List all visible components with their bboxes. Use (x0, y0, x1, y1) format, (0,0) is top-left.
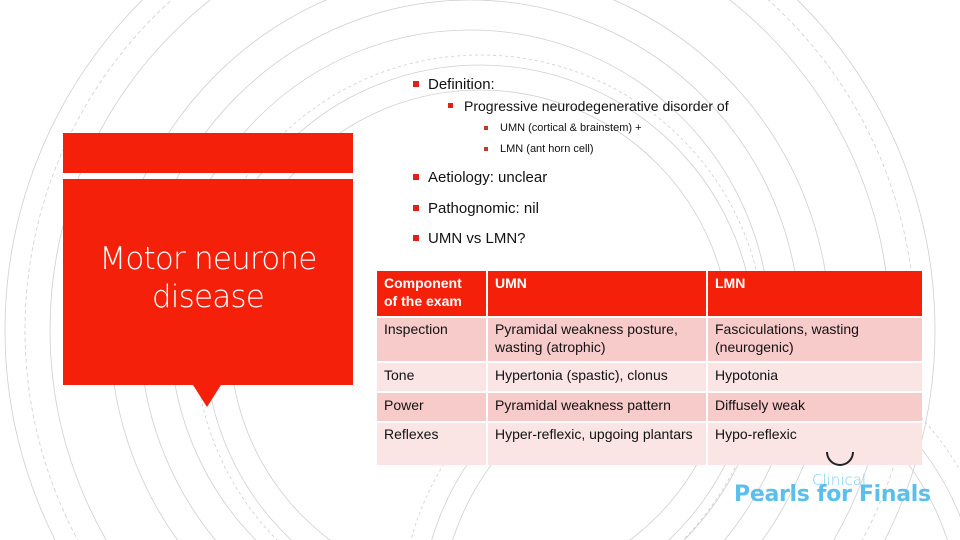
bullet-item: UMN vs LMN? (413, 230, 526, 247)
table-row: Tone Hypertonia (spastic), clonus Hypoto… (377, 363, 922, 393)
slide-title-line-2: disease (151, 279, 265, 315)
table-cell: Hypo-reflexic (708, 423, 922, 465)
bullet-square-icon (448, 103, 453, 108)
bullet-text: UMN (cortical & brainstem) + (500, 122, 642, 134)
title-block: Motor neurone disease (63, 179, 353, 385)
table-cell: Diffusely weak (708, 393, 922, 423)
bullet-text: Aetiology: unclear (428, 169, 548, 186)
bullet-square-icon (484, 147, 488, 151)
bullet-square-icon (413, 235, 419, 241)
header-lmn: LMN (708, 271, 922, 318)
table-cell: Pyramidal weakness pattern (488, 393, 708, 423)
bullet-item: Progressive neurodegenerative disorder o… (448, 98, 729, 114)
umn-vs-lmn-table: Component of the exam UMN LMN Inspection… (377, 271, 922, 465)
bullet-text: Pathognomic: nil (428, 200, 539, 217)
title-pointer-triangle (193, 385, 221, 407)
bullet-square-icon (484, 126, 488, 130)
table-cell: Hypotonia (708, 363, 922, 393)
slide-title: Motor neurone disease (99, 240, 317, 316)
table-cell: Hyper-reflexic, upgoing plantars (488, 423, 708, 465)
bullet-item: LMN (ant horn cell) (484, 143, 594, 155)
table-row: Inspection Pyramidal weakness posture, w… (377, 318, 922, 363)
header-umn: UMN (488, 271, 708, 318)
table-cell: Tone (377, 363, 488, 393)
bullet-item: Pathognomic: nil (413, 200, 539, 217)
bullet-text: Progressive neurodegenerative disorder o… (464, 98, 729, 114)
header-component: Component of the exam (377, 271, 488, 318)
title-accent-band (63, 133, 353, 173)
table-cell: Power (377, 393, 488, 423)
logo-pearls-for-finals-text: Pearls for Finals (734, 482, 931, 507)
bullet-square-icon (413, 81, 419, 87)
table-cell: Inspection (377, 318, 488, 363)
table-cell: Reflexes (377, 423, 488, 465)
bullet-text: LMN (ant horn cell) (500, 143, 594, 155)
table-row: Power Pyramidal weakness pattern Diffuse… (377, 393, 922, 423)
table-cell: Pyramidal weakness posture, wasting (atr… (488, 318, 708, 363)
bullet-text: Definition: (428, 76, 495, 93)
table-row: Reflexes Hyper-reflexic, upgoing plantar… (377, 423, 922, 465)
bullet-square-icon (413, 205, 419, 211)
table-cell: Hypertonia (spastic), clonus (488, 363, 708, 393)
bullet-square-icon (413, 174, 419, 180)
slide-title-line-1: Motor neurone (99, 241, 317, 277)
bullet-text: UMN vs LMN? (428, 230, 526, 247)
table-cell: Fasciculations, wasting (neurogenic) (708, 318, 922, 363)
bullet-item: Aetiology: unclear (413, 169, 548, 186)
bullet-item: UMN (cortical & brainstem) + (484, 122, 642, 134)
bullet-item: Definition: (413, 76, 495, 93)
logo-clinical-text: Clinical (812, 471, 867, 489)
table-header-row: Component of the exam UMN LMN (377, 271, 922, 318)
